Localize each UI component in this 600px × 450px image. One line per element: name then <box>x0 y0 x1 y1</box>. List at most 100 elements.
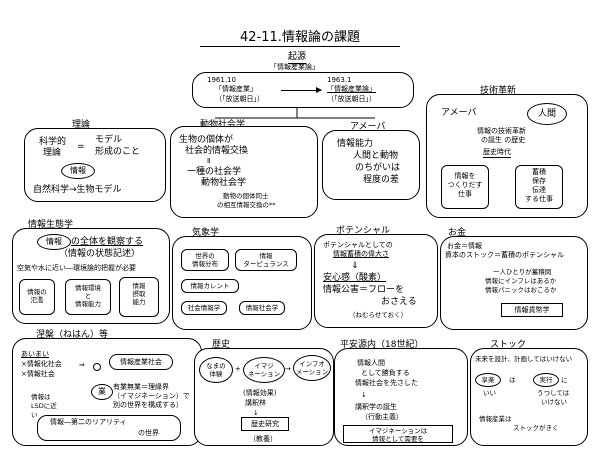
history-o1-1: 体験 <box>209 370 223 378</box>
potential-l5: おさえる <box>381 297 417 307</box>
history-o2-1: ネーション <box>247 370 281 378</box>
history-mid2: 講釈林 <box>245 399 266 407</box>
tech-ameba: アメーバ <box>441 108 477 118</box>
stock-o1: 享楽 <box>475 373 501 387</box>
weather-c2: 情報 ターピュランス <box>235 249 297 271</box>
potential-arrow: ⇓ <box>351 261 359 271</box>
heian-l2: として勝負する <box>361 369 410 377</box>
origin-arrow <box>281 87 322 93</box>
animal-l6: の相互情報交換の** <box>217 201 276 209</box>
infolife-box-env: 情報環境 と 情報能力 <box>65 279 111 315</box>
history-bottom: （教養） <box>249 435 277 443</box>
animal-l3: 一種の社会学 <box>187 167 242 177</box>
history-o3-0: インフオ <box>299 360 325 368</box>
money-box-currency: 情報貨幣学 <box>501 303 563 317</box>
stock-box: 未来を設計、計画してはいけない 享楽 は 実行 に いい うつしては いけない … <box>470 348 588 446</box>
money-l2: 資本のストック＝蓄積のポテンシャル <box>445 251 564 259</box>
tech-box-create: 情報を つくりだす 仕事 <box>441 165 489 209</box>
weather-c3: 情報カレント <box>181 279 239 293</box>
ameba-l2: 人間と動物 <box>353 151 399 161</box>
origin-work1b: （「放送朝日」） <box>215 95 264 103</box>
heian-b1: イマジネーションは <box>368 427 428 435</box>
history-o1: なまの 体験 <box>199 357 233 383</box>
infolife-b1-1: 氾濫 <box>30 296 44 304</box>
tech-b1-2: 仕事 <box>458 190 472 198</box>
history-o2-0: イマジ <box>254 362 274 370</box>
weather-c5: 情報社会学 <box>239 301 285 315</box>
history-o2: イマジ ネーション <box>243 357 285 383</box>
animal-l4: 動物社会学 <box>201 178 247 188</box>
origin-box: 1961.10 「情報産業」 （「放送朝日」） 1963.1 「情報産業論」 （… <box>192 72 414 108</box>
nirvana-r3: 別の世界を構成する） <box>113 401 183 409</box>
nirvana-bottom-box: 情報―第二のリアリティ の世界 <box>37 415 181 441</box>
nirvana-l1: 情報は <box>31 393 51 401</box>
money-box: お金＝情報 資本のストック＝蓄積のポテンシャル 一人ひとりが蓄積問 情報にインフ… <box>440 236 588 330</box>
theory-bottom: 自然科学→生物モデル <box>33 185 122 195</box>
nirvana-dot <box>93 363 101 371</box>
infolife-l1b: の全体を観察する <box>71 237 144 247</box>
nirvana-r1: 有業無業＝理縁界 <box>113 383 169 391</box>
infolife-b3-0: 情報 <box>132 282 146 290</box>
nirvana-a3: ×情報社会 <box>21 370 55 378</box>
theory-r1: モデル <box>95 135 123 145</box>
tech-b1-0: 情報を <box>454 172 476 180</box>
nirvana-l3: い <box>31 411 38 419</box>
history-plus: + <box>235 365 241 373</box>
money-l5: 情報パニックはおこるか <box>485 286 557 294</box>
potential-l2: 情報蓄積の偉大さ <box>333 250 389 258</box>
nirvana-box: あいまい ×情報化社会 ×情報社会 ⇒ 情報産業社会 業 有業無業＝理縁界 （イ… <box>12 338 202 446</box>
stock-l2c: に <box>561 376 568 384</box>
origin-year2: 1963.1 <box>327 76 352 84</box>
nirvana-bottom2: の世界 <box>138 429 159 437</box>
nirvana-bottom1: 情報―第二のリアリティ <box>50 418 127 426</box>
heian-b2: 情報として需要を <box>372 435 424 443</box>
heian-box: 情報人間 として勝負する 情報社会を先さした ↓ 講釈学の誕生 （行動主義） イ… <box>334 348 468 446</box>
animal-l2: 社会的情報交換 <box>185 146 249 156</box>
heian-bottom-box: イマジネーションは 情報として需要を <box>343 425 453 443</box>
money-l3: 一人ひとりが蓄積問 <box>493 268 552 276</box>
tech-box-store: 蓄積 保存 伝達 する仕事 <box>515 165 563 209</box>
infolife-b2-0: 情報環境 <box>75 284 101 292</box>
origin-heading: 起源 <box>288 52 307 64</box>
stock-l6: ストックがきく <box>513 424 559 432</box>
potential-l1: ポテンシャルとしての <box>323 241 393 249</box>
origin-work2b: （「放送朝日」） <box>327 95 376 103</box>
history-o1-0: なまの <box>206 362 226 370</box>
money-l4: 情報にインフレはあるか <box>485 277 557 285</box>
history-box: なまの 体験 + イマジ ネーション → インフオ メーション (情報効果) 講… <box>194 348 334 446</box>
potential-box: ポテンシャルとしての 情報蓄積の偉大さ ⇓ 安心感（酸素） 情報公害＝フローを … <box>314 234 438 328</box>
theory-l2: 理論 <box>43 148 62 158</box>
potential-l6: （ねむらせておく） <box>349 311 408 319</box>
history-o3: インフオ メーション <box>293 355 331 381</box>
ameba-l3: のちがいは <box>355 163 401 173</box>
heian-l4: 講釈学の誕生 <box>355 403 397 411</box>
tech-box: アメーバ 人間 情報の技術革新 の誕生 の歴史 歴史時代 情報を つくりだす 仕… <box>426 94 588 218</box>
theory-eq: = <box>77 142 85 152</box>
nirvana-oval: 業 <box>91 384 113 400</box>
nirvana-l2: LSDに近 <box>31 402 57 410</box>
origin-work2a: 「情報産業論」 <box>327 85 376 93</box>
infolife-box: 情報 の全体を観察する （情報の状態記述） 空気や水に近い―環境論的把握が必要 … <box>12 228 170 324</box>
origin-subtitle: 「情報産業論」 <box>270 63 319 71</box>
infolife-l2: （情報の状態記述） <box>59 249 141 259</box>
theory-l1: 科学的 <box>39 137 67 147</box>
tech-b2-1: 保存 <box>532 177 546 185</box>
stock-l2a: いい <box>483 389 496 397</box>
history-o3-1: メーション <box>295 368 329 376</box>
potential-l4: 情報公害＝フローを <box>323 285 405 295</box>
animal-eq: Ⅱ <box>207 157 211 165</box>
money-l1: お金＝情報 <box>447 242 482 250</box>
weather-c1-1: 情報分布 <box>192 260 218 268</box>
tech-b2-3: する仕事 <box>525 195 553 203</box>
history-research-box: 歴史研究 <box>241 417 289 431</box>
potential-l3: 安心感（酸素） <box>323 273 387 283</box>
weather-c1: 世界の 情報分布 <box>181 249 229 271</box>
weather-c2-0: 情報 <box>259 252 273 260</box>
theory-box: 科学的 理論 = モデル 形成のこと 情報 自然科学→生物モデル <box>24 128 166 202</box>
nirvana-a2: ×情報化社会 <box>21 360 62 368</box>
title-underline <box>200 46 400 47</box>
tech-human-oval: 人間 <box>527 103 567 125</box>
animal-l5: 動物の個体同士 <box>223 192 269 200</box>
weather-c1-0: 世界の <box>195 252 215 260</box>
animal-box: 生物の個体が 社会的情報交換 Ⅱ 一種の社会学 動物社会学 動物の個体同士 の相… <box>170 126 318 218</box>
